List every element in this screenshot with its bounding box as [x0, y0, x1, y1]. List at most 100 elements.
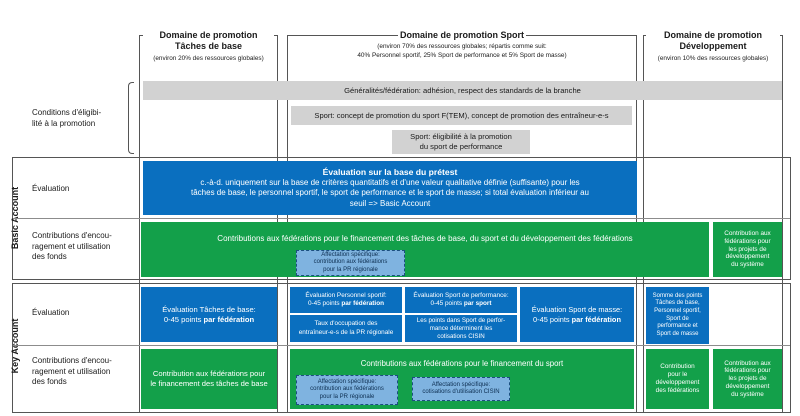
eligibility-brace [128, 82, 134, 154]
basic-eval-title: Évaluation sur la base du prétest [322, 167, 458, 177]
key-dev-contrib-left-line3: développement [655, 379, 700, 386]
key-eval-personnel-line2: 0-45 points par fédération [308, 300, 384, 309]
column-subtitle-sport-line1: (environ 70% des ressources globales; ré… [377, 43, 547, 50]
key-eval-personnel-line1: Évaluation Personnel sportif: [305, 291, 387, 299]
key-eval-masse-unit: par fédération [571, 314, 621, 324]
basic-dev-contrib-box: Contribution aux fédérations pour les pr… [713, 222, 782, 277]
key-contrib-specific-1-box: Affectation spécifique: contribution aux… [296, 375, 398, 405]
key-contrib-specific-1-line3: pour la PR régionale [319, 393, 375, 400]
key-eval-perf-box: Évaluation Sport de performance: 0-45 po… [405, 287, 517, 313]
eligibility-performance-line2: du sport de performance [419, 142, 503, 151]
key-taux-line2: entraîneur-e-s de la PR régionale [298, 328, 394, 336]
key-contrib-base-line2: le financement des tâches de base [150, 379, 268, 388]
key-dev-contrib-right-line1: Contribution aux [724, 359, 771, 367]
basic-contrib-specific-box: Affectation spécifique: contribution aux… [296, 250, 405, 276]
key-eval-masse-line1: Évaluation Sport de masse: [531, 304, 623, 314]
column-title-base-line1: Domaine de promotion [159, 30, 258, 40]
basic-dev-contrib-line4: développement [725, 253, 770, 261]
column-title-dev-line1: Domaine de promotion [663, 30, 762, 40]
basic-divider [13, 218, 790, 219]
key-taux-line1: Taux d'occupation des [314, 320, 378, 327]
row-label-key-contrib-line1: Contributions d'encou- [32, 356, 112, 365]
key-dev-sum-box: Somme des points Tâches de base, Personn… [646, 287, 709, 344]
key-eval-base-unit: par fédération [203, 314, 255, 324]
row-label-basic-contrib: Contributions d'encou- ragement et utili… [32, 231, 132, 263]
basic-contrib-specific-line1: Affectation spécifique: [321, 251, 380, 258]
column-title-sport: Domaine de promotion Sport [397, 30, 526, 41]
basic-dev-contrib-line1: Contribution aux [724, 230, 771, 237]
basic-dev-contrib-line5: du système [731, 261, 764, 269]
column-subtitle-sport-line2: 40% Personnel sportif, 25% Sport de perf… [357, 52, 567, 59]
key-dev-contrib-left-box: Contribution pour le développement des f… [646, 349, 709, 409]
key-dev-contrib-left-line1: Contribution [660, 363, 695, 371]
key-dev-sum-line3: Personnel sportif, [654, 307, 701, 314]
key-dev-contrib-left-line2: pour le [667, 371, 688, 379]
key-dev-sum-line2: Tâches de base, [655, 300, 700, 307]
key-eval-personnel-unit: par fédération [341, 300, 385, 307]
key-taux-box: Taux d'occupation des entraîneur-e-s de … [290, 315, 402, 342]
row-label-eligibility-line1: Conditions d'éligibi- [32, 108, 102, 117]
key-eval-personnel-box: Évaluation Personnel sportif: 0-45 point… [290, 287, 402, 313]
row-label-key-eval: Évaluation [32, 308, 70, 317]
basic-dev-contrib-line2: fédérations pour [724, 237, 771, 245]
key-dev-sum-line5: performance et [657, 323, 698, 330]
key-contrib-specific-2-line1: Affectation spécifique: [431, 381, 491, 388]
key-contrib-specific-1-line1: Affectation spécifique: [317, 378, 377, 385]
eligibility-performance-box: Sport: éligibilité à la promotion du spo… [392, 130, 530, 154]
key-points-box: Les points dans Sport de perfor- mance d… [405, 315, 517, 342]
key-contrib-specific-1-line2: contribution aux fédérations [310, 386, 384, 393]
column-header-base: Domaine de promotion Tâches de base (env… [143, 30, 274, 70]
column-header-sport: Domaine de promotion Sport (environ 70% … [291, 30, 633, 70]
basic-eval-line1: c.-à-d. uniquement sur la base de critèr… [200, 177, 580, 187]
row-label-basic-contrib-line3: des fonds [32, 252, 67, 261]
basic-contrib-box: Contributions aux fédérations pour le fi… [141, 222, 709, 277]
key-dev-contrib-right-box: Contribution aux fédérations pour les pr… [713, 349, 782, 409]
column-header-dev: Domaine de promotion Développement (envi… [646, 30, 780, 70]
key-eval-perf-points: 0-45 points [430, 300, 464, 307]
key-eval-base-line2: 0-45 points par fédération [164, 315, 254, 325]
key-contrib-specific-2-line2: cotisations d'utilisation CISIN [422, 389, 500, 395]
basic-contrib-specific-line3: pour la PR régionale [323, 266, 378, 273]
key-dev-sum-line1: Somme des points [652, 292, 703, 299]
key-eval-perf-line1: Évaluation Sport de performance: [413, 291, 509, 299]
row-label-key-contrib: Contributions d'encou- ragement et utili… [32, 356, 132, 388]
key-contrib-specific-2-box: Affectation spécifique: cotisations d'ut… [412, 377, 510, 401]
key-eval-personnel-points: 0-45 points [307, 300, 342, 307]
eligibility-general-box: Généralités/fédération: adhésion, respec… [143, 81, 782, 100]
row-label-basic-contrib-line1: Contributions d'encou- [32, 231, 112, 240]
row-label-basic-eval: Évaluation [32, 184, 70, 193]
basic-eval-line2: tâches de base, le personnel sportif, le… [191, 188, 589, 197]
eligibility-concept-box: Sport: concept de promotion du sport F(T… [291, 106, 632, 125]
key-contrib-base-box: Contribution aux fédérations pour le fin… [141, 349, 277, 409]
basic-eval-line3: seuil => Basic Account [349, 198, 431, 208]
key-divider [13, 345, 790, 346]
row-label-eligibility-line2: lité à la promotion [32, 118, 96, 128]
row-label-key-contrib-line2: ragement et utilisation [32, 366, 111, 376]
column-subtitle-base: (environ 20% des ressources globales) [153, 55, 264, 62]
key-dev-sum-line6: Sport de masse [656, 330, 699, 337]
key-eval-base-line1: Évaluation Tâches de base: [162, 304, 256, 314]
basic-contrib-main: Contributions aux fédérations pour le fi… [217, 234, 633, 243]
key-points-line2: mance déterminent les [429, 324, 493, 332]
eligibility-performance-line1: Sport: éligibilité à la promotion [410, 132, 512, 141]
basic-contrib-specific-line2: contribution aux fédérations [313, 259, 388, 266]
key-dev-contrib-right-line4: développement [725, 382, 770, 390]
key-eval-base-points: 0-45 points [163, 314, 204, 324]
column-subtitle-dev: (environ 10% des ressources globales) [657, 55, 769, 62]
key-account-label: Key Account [10, 318, 20, 374]
key-eval-masse-line2: 0-45 points par fédération [533, 315, 621, 325]
key-eval-perf-line2: 0-45 points par sport [430, 300, 491, 309]
key-account-frame [12, 283, 791, 413]
key-eval-perf-unit: par sport [463, 300, 492, 307]
basic-account-frame [12, 157, 791, 280]
row-label-key-contrib-line3: des fonds [32, 377, 67, 386]
key-dev-contrib-left-line4: des fédérations [655, 386, 700, 394]
key-points-line1: Les points dans Sport de perfor- [416, 316, 506, 324]
key-contrib-sport-main: Contributions aux fédérations pour le fi… [360, 359, 564, 368]
key-dev-contrib-right-line3: les projets de [728, 375, 767, 383]
key-dev-contrib-right-line5: du système [731, 390, 764, 398]
basic-eval-box: Évaluation sur la base du prétest c.-à-d… [143, 161, 637, 215]
key-contrib-base-line1: Contribution aux fédérations pour [152, 369, 266, 378]
row-label-basic-contrib-line2: ragement et utilisation [32, 241, 111, 251]
column-title-dev-line2: Développement [679, 41, 747, 51]
